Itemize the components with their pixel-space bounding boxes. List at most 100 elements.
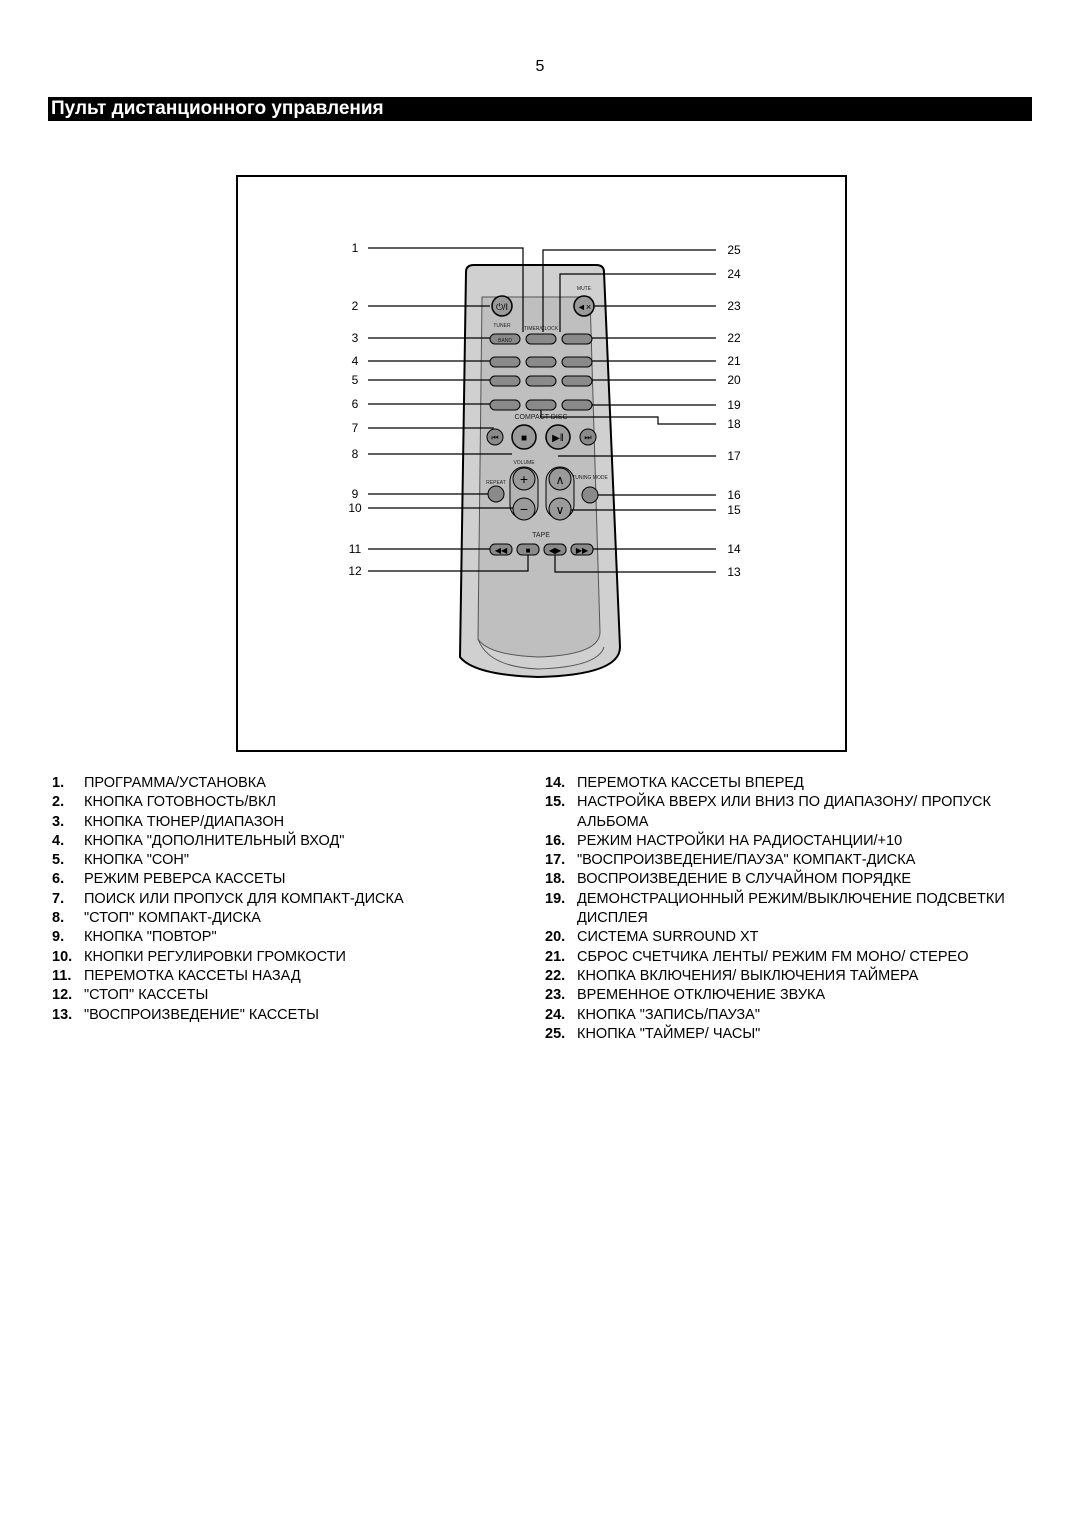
tuning-controls: ∧ ∨ <box>545 466 575 521</box>
legend-text: СБРОС СЧЕТЧИКА ЛЕНТЫ/ РЕЖИМ FM МОНО/ СТЕ… <box>577 948 969 965</box>
button-grid <box>489 333 593 411</box>
legend-text: РЕЖИМ НАСТРОЙКИ НА РАДИОСТАНЦИИ/+10 <box>577 832 903 849</box>
remote-body <box>458 264 622 679</box>
volume-up-icon[interactable]: + <box>520 471 528 487</box>
legend-num: 23. <box>545 987 566 1004</box>
legend-item: 8."СТОП" КОМПАКТ-ДИСКА <box>52 909 522 928</box>
repeat-button[interactable] <box>487 485 505 503</box>
legend-left-column: 1.ПРОГРАММА/УСТАНОВКА 2.КНОПКА ГОТОВНОСТ… <box>52 774 522 1025</box>
legend-num: 18. <box>545 871 566 888</box>
legend-item: 19. ДЕМОНСТРАЦИОННЫЙ РЕЖИМ/ВЫКЛЮЧЕНИЕ ПОД… <box>545 890 1045 929</box>
legend-item: 25. КНОПКА "ТАЙМЕР/ ЧАСЫ" <box>545 1025 1045 1044</box>
legend-text: РЕЖИМ РЕВЕРСА КАССЕТЫ <box>84 871 286 888</box>
legend-text: ДЕМОНСТРАЦИОННЫЙ РЕЖИМ/ВЫКЛЮЧЕНИЕ ПОДСВЕ… <box>577 890 1005 927</box>
legend-item: 16. РЕЖИМ НАСТРОЙКИ НА РАДИОСТАНЦИИ/+10 <box>545 832 1045 851</box>
legend-item: 4. КНОПКА "ДОПОЛНИТЕЛЬНЫЙ ВХОД" <box>52 832 522 851</box>
legend-item: 9.КНОПКА "ПОВТОР" <box>52 928 522 947</box>
legend-item: 10. КНОПКИ РЕГУЛИРОВКИ ГРОМКОСТИ <box>52 948 522 967</box>
tuning-down-icon[interactable]: ∨ <box>556 503 565 517</box>
legend-item: 7. ПОИСК ИЛИ ПРОПУСК ДЛЯ КОМПАКТ-ДИСКА <box>52 890 522 909</box>
legend-item: 17. "ВОСПРОИЗВЕДЕНИЕ/ПАУЗА" КОМПАКТ-ДИСКА <box>545 851 1045 870</box>
legend-text: ПОИСК ИЛИ ПРОПУСК ДЛЯ КОМПАКТ-ДИСКА <box>84 890 404 907</box>
legend-num: 24. <box>545 1006 566 1023</box>
legend-num: 3. <box>52 813 65 830</box>
volume-controls: + − <box>509 466 539 521</box>
legend-item: 20.СИСТЕМА SURROUND XT <box>545 928 1045 947</box>
band-label: BAND <box>498 338 512 344</box>
legend-num: 17. <box>545 852 566 869</box>
legend-num: 25. <box>545 1025 566 1042</box>
cd-next-icon[interactable]: ⏭ <box>584 433 591 442</box>
tape-section-label: TAPE <box>532 532 550 539</box>
legend-num: 2. <box>52 794 65 811</box>
remote-control-figure: ⏻/I ◄× MUTE TUNER BAND TIMER/CLOCK COMPA… <box>236 175 847 752</box>
legend-text: КНОПКА "ПОВТОР" <box>84 929 217 946</box>
legend-text: КНОПКА "ЗАПИСЬ/ПАУЗА" <box>577 1006 760 1023</box>
volume-down-icon[interactable]: − <box>520 501 528 517</box>
legend-item: 5. КНОПКА "СОН" <box>52 851 522 870</box>
legend-item: 13."ВОСПРОИЗВЕДЕНИЕ" КАССЕТЫ <box>52 1006 522 1025</box>
legend-item: 6. РЕЖИМ РЕВЕРСА КАССЕТЫ <box>52 870 522 889</box>
legend-num: 22. <box>545 967 566 984</box>
cd-play-pause-icon[interactable]: ▶‖ <box>552 433 564 444</box>
legend-text: ПРОГРАММА/УСТАНОВКА <box>84 775 266 791</box>
legend-num: 15. <box>545 794 566 811</box>
legend-num: 12. <box>52 987 73 1004</box>
svg-text:◄×: ◄× <box>577 302 591 312</box>
legend-item: 21. СБРОС СЧЕТЧИКА ЛЕНТЫ/ РЕЖИМ FM МОНО/ … <box>545 948 1045 967</box>
legend-text: КНОПКИ РЕГУЛИРОВКИ ГРОМКОСТИ <box>84 948 346 965</box>
legend-text: КНОПКА "ДОПОЛНИТЕЛЬНЫЙ ВХОД" <box>84 832 345 849</box>
legend-text: КНОПКА "СОН" <box>84 852 189 869</box>
legend-item: 23. ВРЕМЕННОЕ ОТКЛЮЧЕНИЕ ЗВУКА <box>545 986 1045 1005</box>
legend-text: ПЕРЕМОТКА КАССЕТЫ ВПЕРЕД <box>577 775 804 791</box>
legend-item: 15.НАСТРОЙКА ВВЕРХ ИЛИ ВНИЗ ПО ДИАПАЗОНУ… <box>545 793 1045 832</box>
legend-num: 10. <box>52 948 73 965</box>
cd-prev-icon[interactable]: ⏮ <box>491 433 498 442</box>
legend-text: ВРЕМЕННОЕ ОТКЛЮЧЕНИЕ ЗВУКА <box>577 987 826 1004</box>
legend-text: КНОПКА ТЮНЕР/ДИАПАЗОН <box>84 813 285 830</box>
legend-num: 11. <box>52 967 72 984</box>
legend-text: "СТОП" КОМПАКТ-ДИСКА <box>84 910 261 927</box>
legend-item: 14. ПЕРЕМОТКА КАССЕТЫ ВПЕРЕД <box>545 774 1045 793</box>
mute-label: MUTE <box>577 286 592 292</box>
legend-num: 19. <box>545 890 566 907</box>
legend-text: "ВОСПРОИЗВЕДЕНИЕ" КАССЕТЫ <box>84 1006 320 1023</box>
legend-right-column: 14. ПЕРЕМОТКА КАССЕТЫ ВПЕРЕД 15.НАСТРОЙКА… <box>545 774 1045 1044</box>
legend-num: 7. <box>52 890 65 907</box>
legend-text: СИСТЕМА SURROUND XT <box>577 929 759 946</box>
legend-text: ВОСПРОИЗВЕДЕНИЕ В СЛУЧАЙНОМ ПОРЯДКЕ <box>577 871 912 888</box>
page-number: 5 <box>535 58 545 75</box>
legend-text: "ВОСПРОИЗВЕДЕНИЕ/ПАУЗА" КОМПАКТ-ДИСКА <box>577 852 916 869</box>
cd-stop-icon[interactable]: ■ <box>521 433 527 444</box>
tape-stop-icon[interactable]: ■ <box>526 546 531 555</box>
legend-num: 5. <box>52 852 65 869</box>
legend-text: КНОПКА "ТАЙМЕР/ ЧАСЫ" <box>577 1025 761 1042</box>
tape-transport: ◀◀ ■ ◀▶ ▶▶ <box>489 543 594 556</box>
svg-text:⏻/I: ⏻/I <box>496 302 508 312</box>
repeat-label: REPEAT <box>486 480 506 486</box>
tape-rewind-icon[interactable]: ◀◀ <box>495 546 508 555</box>
legend-item: 12. "СТОП" КАССЕТЫ <box>52 986 522 1005</box>
tape-forward-icon[interactable]: ▶▶ <box>576 546 589 555</box>
legend-text: КНОПКА ГОТОВНОСТЬ/ВКЛ <box>84 794 277 811</box>
legend-item: 24. КНОПКА "ЗАПИСЬ/ПАУЗА" <box>545 1006 1045 1025</box>
legend-num: 6. <box>52 871 65 888</box>
cd-transport: ⏮ ■ ▶‖ ⏭ <box>486 424 597 450</box>
legend-num: 16. <box>545 832 566 849</box>
legend-num: 4. <box>52 832 65 849</box>
tuning-up-icon[interactable]: ∧ <box>556 473 565 487</box>
section-title: Пульт дистанционного управления <box>48 97 1032 121</box>
legend-num: 14. <box>545 775 566 791</box>
tuning-mode-button[interactable] <box>581 486 599 504</box>
tuning-mode-label: TUNING MODE <box>572 475 608 481</box>
legend-num: 21. <box>545 948 566 965</box>
volume-label: VOLUME <box>513 460 535 466</box>
legend-item: 18. ВОСПРОИЗВЕДЕНИЕ В СЛУЧАЙНОМ ПОРЯДКЕ <box>545 870 1045 889</box>
power-button[interactable]: ⏻/I <box>491 295 513 317</box>
tape-play-icon[interactable]: ◀▶ <box>549 546 562 555</box>
legend-item: 3. КНОПКА ТЮНЕР/ДИАПАЗОН <box>52 813 522 832</box>
legend-text: "СТОП" КАССЕТЫ <box>84 987 209 1004</box>
mute-button[interactable]: ◄× <box>573 295 595 317</box>
legend-item: 22.КНОПКА ВКЛЮЧЕНИЯ/ ВЫКЛЮЧЕНИЯ ТАЙМЕРА <box>545 967 1045 986</box>
tuner-label: TUNER <box>493 323 511 329</box>
